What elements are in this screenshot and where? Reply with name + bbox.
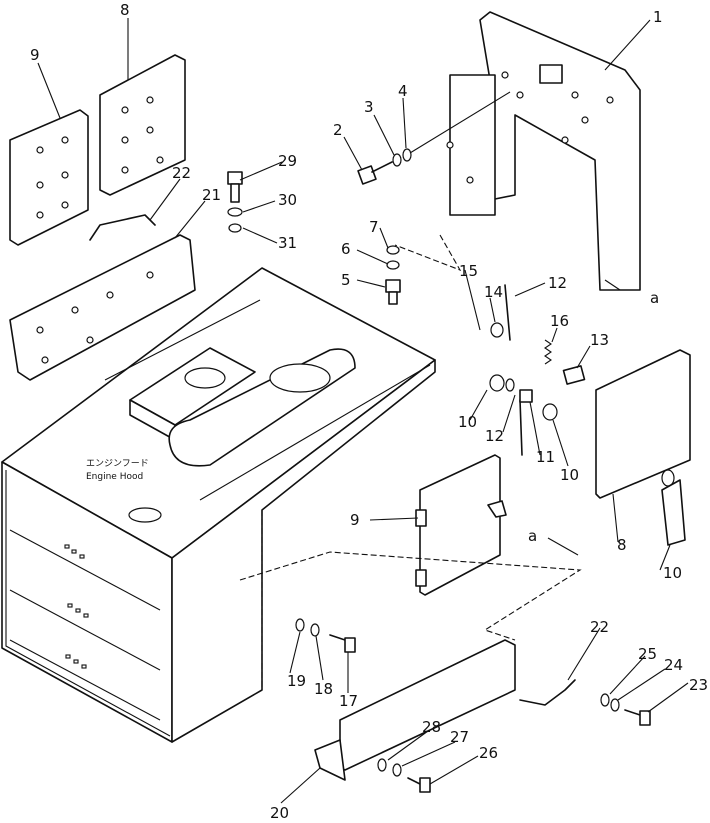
view-marker-a-center: a bbox=[528, 527, 537, 545]
callout-30: 30 bbox=[278, 191, 297, 209]
callout-4: 4 bbox=[398, 82, 408, 100]
callout-2: 2 bbox=[333, 121, 343, 139]
part-22-rod-top bbox=[89, 214, 156, 241]
callout-3: 3 bbox=[364, 98, 374, 116]
hood-label-en: Engine Hood bbox=[86, 472, 143, 482]
callout-16: 16 bbox=[550, 312, 569, 330]
callout-11: 11 bbox=[536, 448, 555, 466]
callout-22-bottom: 22 bbox=[590, 618, 609, 636]
callout-9-top: 9 bbox=[30, 46, 40, 64]
callout-24: 24 bbox=[664, 656, 683, 674]
callout-7: 7 bbox=[369, 218, 379, 236]
leader-lines bbox=[37, 18, 689, 804]
callout-10-a: 10 bbox=[458, 413, 477, 431]
callout-9-center: 9 bbox=[350, 511, 360, 529]
bolt-set-17-19 bbox=[295, 618, 356, 653]
bolt-set-26-28 bbox=[377, 758, 431, 793]
callout-23: 23 bbox=[689, 676, 708, 694]
bolt-set-5-7 bbox=[385, 245, 401, 305]
part-8-door bbox=[595, 349, 691, 546]
callout-28: 28 bbox=[422, 718, 441, 736]
latch-assembly bbox=[489, 284, 586, 456]
callout-12-b: 12 bbox=[485, 427, 504, 445]
hood-label-jp: エンジンフード bbox=[86, 459, 149, 469]
engine-hood: エンジンフード Engine Hood bbox=[1, 267, 436, 743]
part-21-bracket bbox=[9, 234, 196, 381]
part-9-panel bbox=[9, 109, 89, 246]
callout-10-b: 10 bbox=[560, 466, 579, 484]
callout-1: 1 bbox=[653, 8, 663, 26]
part-20-bottom-rail bbox=[314, 639, 576, 781]
guide-lines bbox=[239, 234, 582, 690]
callout-numbers: 1 2 3 4 5 6 7 8 9 10 11 12 13 14 15 16 1… bbox=[30, 1, 708, 822]
callout-25: 25 bbox=[638, 645, 657, 663]
part-8-panel bbox=[99, 54, 186, 196]
view-marker-a-right: a bbox=[650, 289, 659, 307]
callout-12-a: 12 bbox=[548, 274, 567, 292]
part-1-side-panel bbox=[446, 11, 641, 291]
callout-15: 15 bbox=[459, 262, 478, 280]
callout-21: 21 bbox=[202, 186, 221, 204]
callout-31: 31 bbox=[278, 234, 297, 252]
bolt-set-29-31 bbox=[227, 171, 243, 233]
callout-17: 17 bbox=[339, 692, 358, 710]
callout-18: 18 bbox=[314, 680, 333, 698]
callout-20: 20 bbox=[270, 804, 289, 822]
callout-13: 13 bbox=[590, 331, 609, 349]
callout-27: 27 bbox=[450, 728, 469, 746]
bolt-set-2-4 bbox=[357, 91, 511, 185]
part-9-door bbox=[415, 454, 507, 596]
callout-29: 29 bbox=[278, 152, 297, 170]
callout-6: 6 bbox=[341, 240, 351, 258]
callout-8-right: 8 bbox=[617, 536, 627, 554]
bolt-set-23-25 bbox=[600, 693, 651, 726]
callout-22-top: 22 bbox=[172, 164, 191, 182]
callout-10-c: 10 bbox=[663, 564, 682, 582]
callout-19: 19 bbox=[287, 672, 306, 690]
callout-8-top: 8 bbox=[120, 1, 130, 19]
callout-14: 14 bbox=[484, 283, 503, 301]
callout-5: 5 bbox=[341, 271, 351, 289]
callout-26: 26 bbox=[479, 744, 498, 762]
